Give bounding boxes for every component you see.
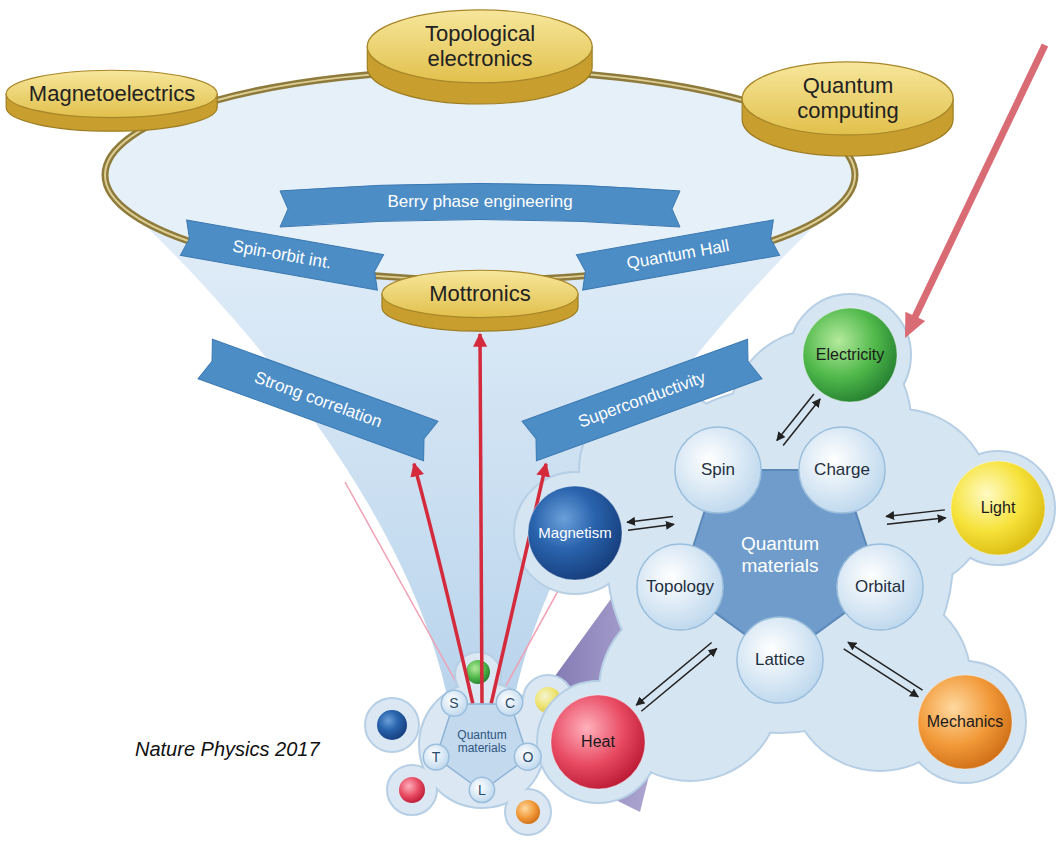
disc-top (743, 62, 954, 135)
field-sphere: Electricity (802, 307, 898, 403)
property-circle: Charge (798, 426, 886, 514)
letter-circle: S (441, 690, 468, 717)
property-circle: Orbital (836, 543, 924, 631)
node-text: Charge (814, 460, 870, 480)
node-text: Light (981, 499, 1016, 517)
node-text: Quantum materials (730, 533, 830, 577)
connector-arrow (886, 510, 946, 524)
cloud-lobe (388, 766, 436, 814)
cloud-lobe (366, 699, 418, 751)
node-text: Quantum computing (778, 73, 918, 124)
big-cloud-fill (515, 295, 1054, 802)
connector-line (480, 334, 482, 703)
sphere-shape (951, 461, 1045, 555)
small-sphere (516, 800, 540, 824)
node-text: Topological electronics (405, 21, 555, 72)
connector-arrow (491, 464, 546, 704)
letter-circle: T (423, 744, 449, 770)
connector-line (627, 516, 673, 522)
node-text: L (478, 782, 486, 798)
circle-shape (737, 617, 823, 703)
node-text: Magnetoelectrics (29, 81, 195, 106)
big-cloud (515, 295, 1054, 802)
node-text: Berry phase engineering (387, 192, 572, 212)
sphere-shape (528, 486, 622, 580)
sphere-shape (551, 695, 645, 789)
citation-text: Nature Physics 2017 (135, 738, 320, 761)
cloud-lobe (388, 766, 436, 814)
circle-shape (515, 744, 542, 771)
node-text: Magnetism (538, 524, 611, 541)
disc-top (6, 70, 217, 117)
node-text: Mottronics (429, 281, 530, 306)
node-text: Lattice (755, 650, 805, 670)
connector-arrow (480, 334, 482, 703)
letter-circle: L (469, 777, 495, 803)
connector-arrow (636, 643, 716, 712)
connector-arrow (627, 516, 674, 530)
band-ribbon (576, 220, 779, 290)
connector-line (886, 510, 945, 517)
letter-circle: C (496, 689, 523, 716)
disc-top (368, 10, 593, 83)
connector-line (414, 464, 473, 704)
node-text: O (523, 749, 534, 765)
connector-line (777, 394, 814, 441)
connector-line (887, 518, 946, 525)
cloud-lobe (366, 699, 418, 751)
field-sphere: Magnetism (527, 485, 623, 581)
node-text: Quantum materials (452, 729, 512, 757)
circle-shape (469, 777, 494, 802)
circle-shape (837, 544, 923, 630)
connector-line (641, 649, 716, 712)
connector-line (636, 643, 711, 706)
property-circle: Lattice (736, 616, 824, 704)
sphere-shape (918, 675, 1012, 769)
circle-shape (799, 427, 885, 513)
application-disc: Magnetoelectrics (4, 69, 219, 131)
circle-shape (637, 544, 723, 630)
connector-line (491, 464, 546, 704)
node-text: S (449, 695, 458, 711)
band-ribbon (198, 339, 438, 461)
circle-shape (497, 690, 523, 716)
node-text: Orbital (855, 577, 905, 597)
node-text: Mechanics (927, 713, 1003, 731)
small-sphere (466, 660, 490, 684)
node-text: Spin (701, 460, 735, 480)
cloud-lobe (506, 790, 550, 834)
connector-arrow (414, 464, 473, 704)
node-text: Topology (646, 577, 714, 597)
disc-top (382, 270, 578, 317)
band-ribbon (180, 220, 383, 290)
small-sphere (399, 777, 425, 803)
circle-shape (675, 427, 761, 513)
connector-line (848, 642, 923, 690)
field-sphere: Heat (550, 694, 646, 790)
field-sphere: Mechanics (917, 674, 1013, 770)
application-disc: Quantum computing (740, 60, 955, 156)
band-ribbon (280, 183, 680, 227)
node-text: T (432, 749, 441, 765)
small-sphere (377, 710, 407, 740)
property-circle: Topology (636, 543, 724, 631)
sphere-shape (803, 308, 897, 402)
field-sphere: Light (950, 460, 1046, 556)
application-disc: Topological electronics (365, 8, 594, 104)
circle-shape (423, 744, 449, 770)
application-disc: Mottronics (380, 269, 580, 331)
pointer-arrowhead (905, 312, 925, 338)
property-circle: Spin (674, 426, 762, 514)
connector-line (628, 524, 674, 530)
node-text: Heat (581, 733, 615, 751)
connector-line (844, 649, 919, 697)
node-text: Electricity (816, 346, 884, 364)
theme-band: Berry phase engineering (280, 183, 680, 227)
circle-shape (441, 690, 467, 716)
letter-circle: O (514, 743, 541, 770)
cloud-lobe (506, 790, 550, 834)
connector-arrow (844, 642, 923, 697)
node-text: C (505, 695, 515, 711)
